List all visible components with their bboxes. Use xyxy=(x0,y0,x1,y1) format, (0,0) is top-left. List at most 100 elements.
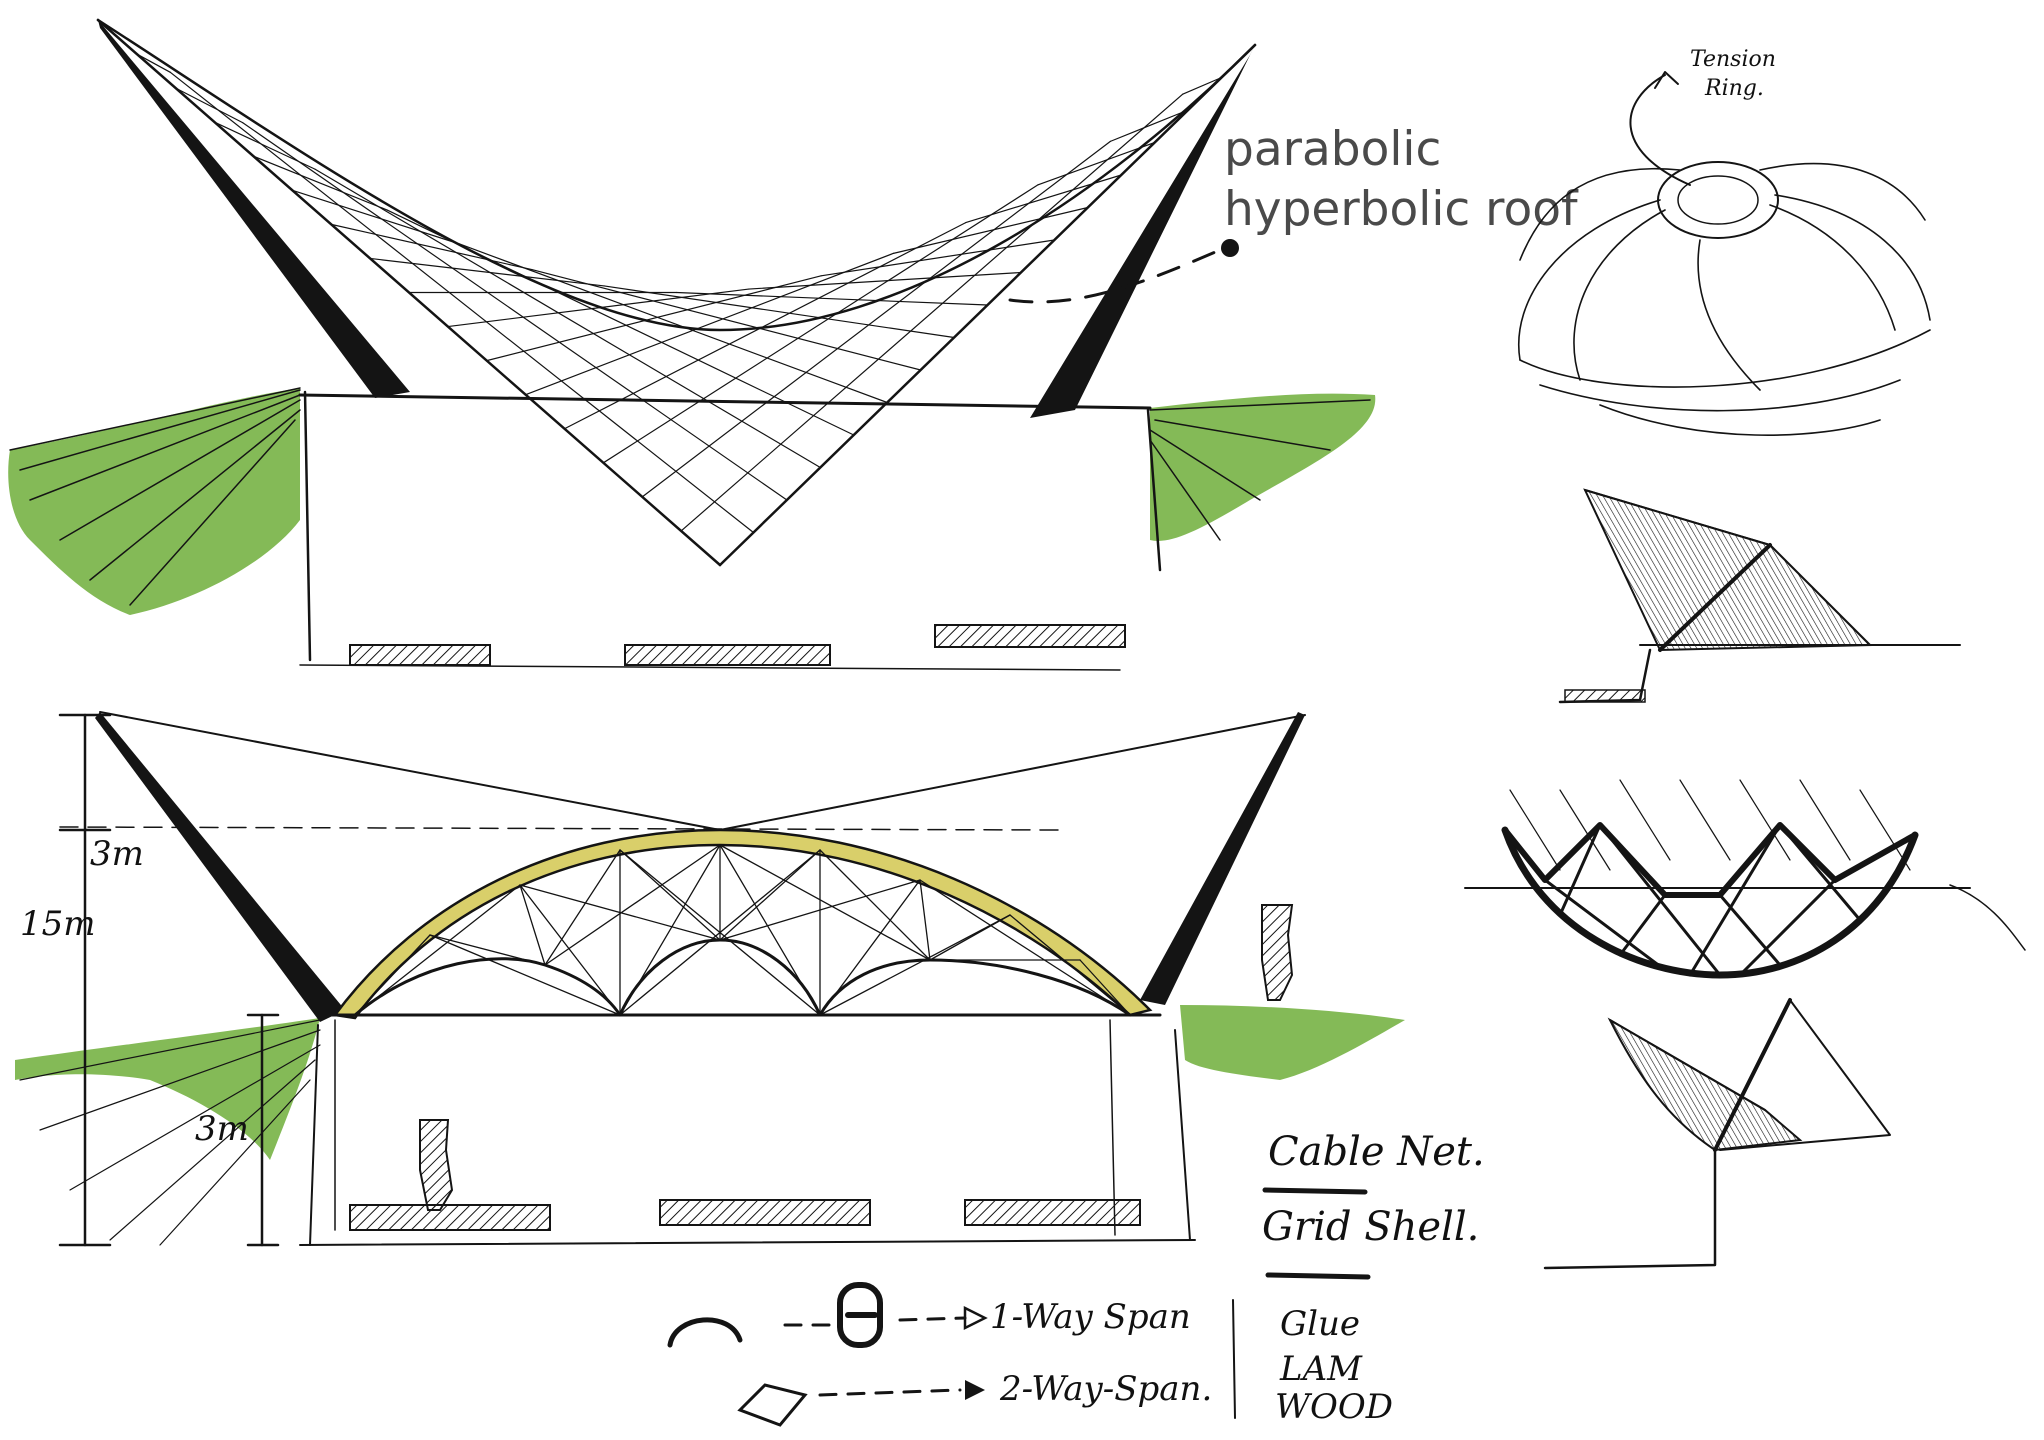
tension-ring-inner xyxy=(1677,175,1759,225)
gridshell-cable xyxy=(719,844,931,961)
bench-bottom-2 xyxy=(659,1199,871,1226)
gridshell-cable xyxy=(719,849,821,941)
tension-ring xyxy=(1657,161,1779,239)
green-landscape-right xyxy=(1150,393,1376,541)
plate-symbol-icon xyxy=(737,1383,808,1427)
roof-top-edge xyxy=(96,18,1257,332)
cable-net-line xyxy=(820,239,1055,277)
stay-cable-left xyxy=(99,711,721,831)
mast-bottom-left xyxy=(95,712,345,1022)
gridshell-cable xyxy=(354,884,521,1016)
roof-type-label-line1: parabolic xyxy=(1224,122,1441,177)
roof-type-label-line2: hyperbolic roof xyxy=(1224,182,1579,237)
gridshell-cable xyxy=(919,879,1131,1016)
left-wall-top xyxy=(303,390,312,662)
roof-label-marker xyxy=(1221,239,1239,257)
dome-lines xyxy=(1518,162,1931,436)
one-way-arrow-icon xyxy=(963,1305,988,1331)
gridshell-cable xyxy=(354,934,431,1016)
cable-net-line xyxy=(486,275,822,362)
section-sketch-1 xyxy=(1558,488,1961,704)
section-sketch-2 xyxy=(1543,998,1891,1270)
mast-left xyxy=(98,20,410,398)
cable-net-line xyxy=(602,184,1039,464)
height-label-3m-top: 3m xyxy=(90,834,144,874)
cable-net-line xyxy=(1037,141,1156,186)
material-label-line3: WOOD xyxy=(1275,1387,1393,1427)
cable-net-line xyxy=(169,71,755,534)
landscape-hatch-left xyxy=(9,387,301,606)
cable-net-line xyxy=(1109,109,1189,142)
cable-net-line xyxy=(175,87,244,124)
glulam-arch xyxy=(332,828,1153,1020)
zigzag-shell-sketch xyxy=(1464,779,2026,979)
cable-net-line xyxy=(314,168,821,469)
ground-line-top xyxy=(298,393,1152,410)
cable-net-line xyxy=(892,206,1089,254)
span-one-way-label: 1-Way Span xyxy=(990,1297,1191,1337)
gridshell-cable xyxy=(544,844,721,966)
gridshell-cable xyxy=(619,844,721,1016)
legend-line-cable-net xyxy=(1262,1187,1368,1195)
base-line-bottom xyxy=(299,1239,1196,1246)
span-two-way-label: 2-Way-Span. xyxy=(999,1369,1212,1409)
cable-net-line xyxy=(1182,76,1223,95)
cable-net-line xyxy=(525,252,895,396)
legend: Cable Net. Grid Shell. 1-Way Span 2-Way-… xyxy=(667,1129,1485,1427)
gridshell-cables xyxy=(354,844,1131,1016)
cable-net-line xyxy=(675,291,989,306)
roof-label-leader xyxy=(1008,248,1222,304)
beam-symbol-icon xyxy=(837,1282,883,1348)
tension-ring-sketch: Tension Ring. xyxy=(1518,47,1931,436)
gridshell-cable xyxy=(1009,914,1131,1016)
bench-3 xyxy=(934,624,1126,648)
gridshell-cable xyxy=(429,934,621,1016)
gridshell-cable xyxy=(819,914,1011,1016)
landscape-hatch-bottom-left xyxy=(19,1019,321,1246)
shell-bracing xyxy=(1543,823,1862,977)
arch-gridshell-elevation-sketch: 15m 3m 3m xyxy=(15,711,1405,1247)
green-landscape-bottom-right xyxy=(1180,1005,1405,1080)
human-figure-2 xyxy=(419,1119,454,1211)
tension-ring-label-line1: Tension xyxy=(1690,47,1776,72)
landscape-hatch-right xyxy=(1149,399,1371,541)
gridshell-cable xyxy=(929,914,1011,961)
shell-zigzag xyxy=(1502,822,1918,898)
tension-ring-arrowhead xyxy=(1654,71,1679,89)
green-landscape-left xyxy=(8,388,301,615)
gridshell-cable xyxy=(619,849,821,1016)
cable-net-line xyxy=(136,53,171,73)
stay-cable-right xyxy=(719,714,1306,831)
gridshell-cable xyxy=(719,879,921,941)
wall-left-bottom xyxy=(309,1024,319,1246)
arch-symbol-icon xyxy=(667,1317,743,1348)
tension-ring-label-line2: Ring. xyxy=(1704,76,1764,101)
legend-line-grid-shell xyxy=(1265,1272,1371,1280)
human-figure-1 xyxy=(1261,904,1294,1001)
cable-net-line xyxy=(603,285,955,339)
gridshell-cable xyxy=(819,849,931,961)
cable-net-line xyxy=(252,155,388,211)
legend-divider xyxy=(1232,1299,1236,1419)
cable-net-grid xyxy=(136,53,1223,534)
cable-net-line xyxy=(680,93,1184,532)
cable-net-line xyxy=(369,257,605,287)
two-way-arrow-icon xyxy=(965,1380,985,1400)
cable-net-line xyxy=(531,268,922,371)
bench-bottom-3 xyxy=(964,1199,1141,1226)
wall-right-bottom xyxy=(1174,1029,1191,1241)
material-label-line2: LAM xyxy=(1279,1349,1363,1389)
green-landscape-bottom-left xyxy=(15,1018,320,1160)
bench-2 xyxy=(624,644,831,666)
level-line xyxy=(59,826,1061,831)
one-way-dash-2 xyxy=(898,1316,967,1322)
gridshell-cable xyxy=(1079,959,1131,1016)
cable-net-line xyxy=(242,122,788,501)
gridshell-cable xyxy=(919,879,931,961)
cable-net-line xyxy=(563,221,967,430)
gridshell-cable xyxy=(519,884,621,1016)
cable-net-line xyxy=(641,140,1111,498)
gridshell-cable xyxy=(544,849,621,966)
gridshell-cable xyxy=(519,884,546,966)
